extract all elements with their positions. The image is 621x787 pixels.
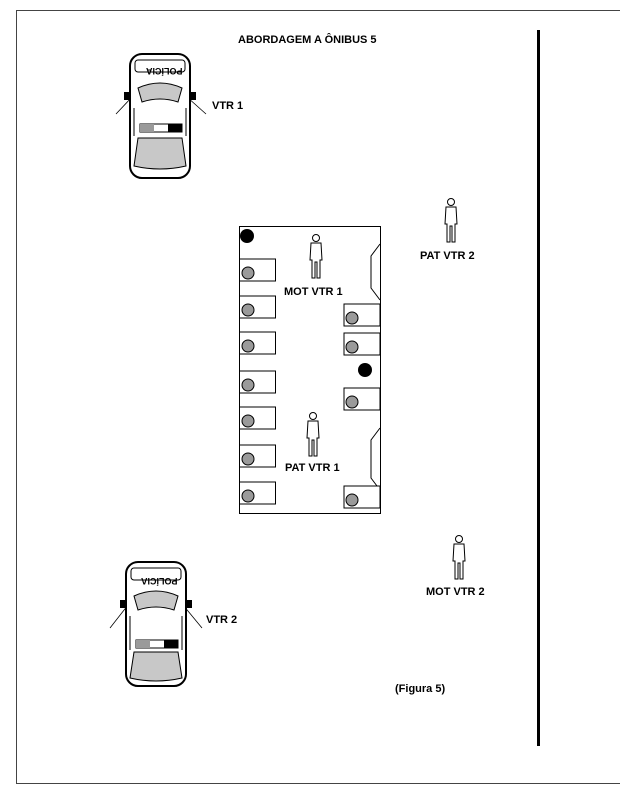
person-icon (309, 234, 323, 279)
figure-frame (16, 10, 620, 784)
figure-title: ABORDAGEM A ÔNIBUS 5 (238, 34, 377, 46)
person-icon (306, 412, 320, 457)
bus-seat-icon (239, 258, 276, 505)
mot-vtr2-label: MOT VTR 2 (426, 586, 485, 598)
vtr1-label: VTR 1 (212, 100, 244, 112)
pat-vtr2-label: PAT VTR 2 (420, 250, 475, 262)
person-icon (444, 198, 458, 243)
vtr2-label: VTR 2 (206, 614, 238, 626)
person-icon (452, 535, 466, 580)
mot-vtr1-label: MOT VTR 1 (284, 286, 343, 298)
bus-seat-icon (343, 303, 381, 509)
vtr1-roof-text: POLÍCIA (146, 66, 183, 76)
figure-caption: (Figura 5) (395, 683, 446, 695)
bus-icon (239, 226, 381, 514)
police-car-icon (115, 53, 207, 179)
vtr2-roof-text: POLÍCIA (141, 576, 178, 586)
pat-vtr1-label: PAT VTR 1 (285, 462, 340, 474)
road-edge-line (537, 30, 540, 746)
police-car-icon (109, 561, 203, 687)
